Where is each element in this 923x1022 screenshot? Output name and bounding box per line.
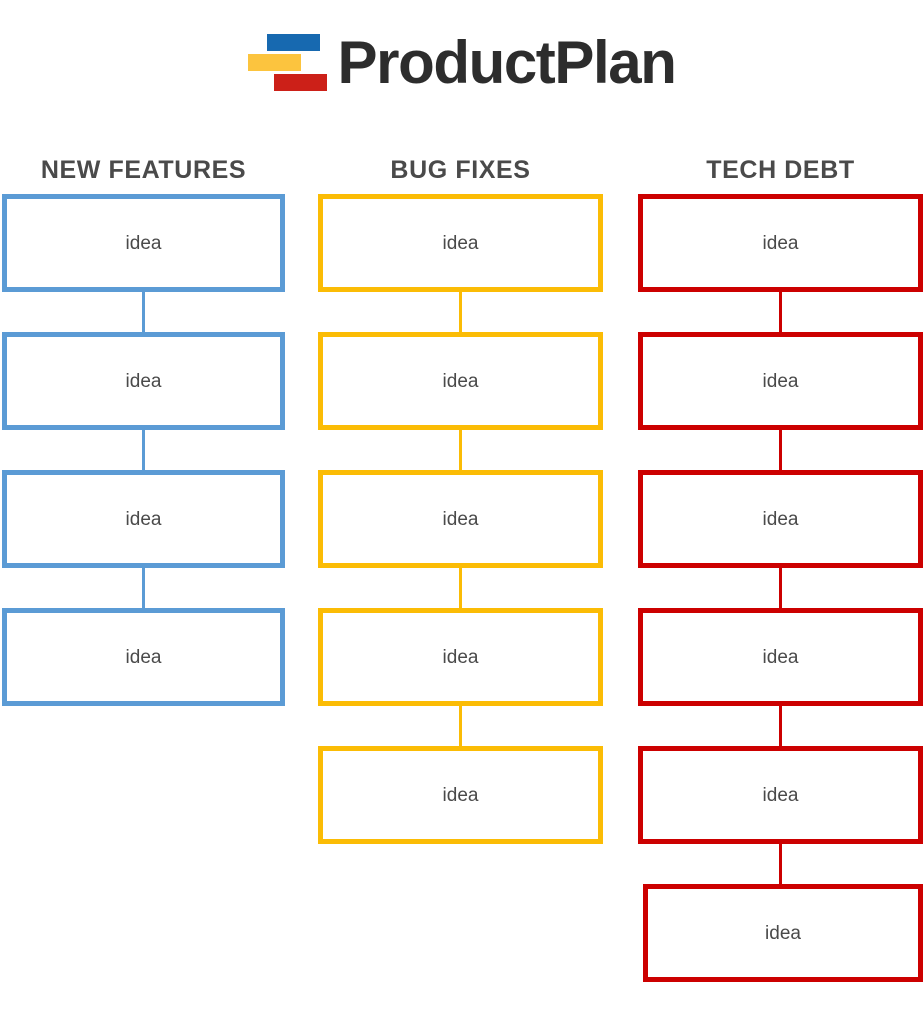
idea-card[interactable]: idea	[638, 608, 923, 706]
idea-card-label: idea	[762, 232, 799, 254]
card-connector	[779, 844, 782, 884]
card-connector	[779, 292, 782, 332]
logo-area: ProductPlan	[0, 0, 923, 120]
column-header-bug-fixes: BUG FIXES	[390, 156, 531, 184]
card-connector	[779, 568, 782, 608]
idea-card[interactable]: idea	[643, 884, 923, 982]
idea-card-label: idea	[125, 370, 162, 392]
logo-yellow-bar-icon	[247, 54, 301, 71]
idea-card-label: idea	[442, 370, 479, 392]
idea-card[interactable]: idea	[2, 194, 285, 292]
productplan-logo: ProductPlan	[247, 29, 677, 96]
column-new-features: NEW FEATURES idea idea idea idea	[0, 120, 318, 706]
card-stack-new-features: idea idea idea idea	[2, 194, 285, 706]
idea-card-label: idea	[442, 646, 479, 668]
card-connector	[779, 706, 782, 746]
card-connector	[779, 430, 782, 470]
column-tech-debt: TECH DEBT idea idea idea idea idea idea	[638, 120, 923, 982]
idea-card[interactable]: idea	[318, 332, 603, 430]
idea-card[interactable]: idea	[318, 470, 603, 568]
idea-card[interactable]: idea	[318, 608, 603, 706]
productplan-logo-mark	[247, 30, 327, 96]
idea-card-label: idea	[442, 784, 479, 806]
idea-card-label: idea	[762, 784, 799, 806]
idea-card-label: idea	[765, 922, 801, 944]
card-connector	[142, 292, 145, 332]
card-connector	[459, 292, 462, 332]
card-connector	[142, 568, 145, 608]
idea-card[interactable]: idea	[318, 194, 603, 292]
logo-wordmark: ProductPlan	[337, 29, 677, 96]
idea-card-label: idea	[762, 508, 799, 530]
card-stack-bug-fixes: idea idea idea idea idea	[318, 194, 603, 844]
column-header-tech-debt: TECH DEBT	[706, 156, 855, 184]
idea-card-label: idea	[762, 370, 799, 392]
idea-card-label: idea	[125, 508, 162, 530]
idea-card-label: idea	[442, 508, 479, 530]
idea-card-label: idea	[762, 646, 799, 668]
idea-card-label: idea	[125, 646, 162, 668]
card-connector	[459, 568, 462, 608]
idea-card[interactable]: idea	[2, 608, 285, 706]
idea-card[interactable]: idea	[638, 746, 923, 844]
column-header-new-features: NEW FEATURES	[40, 156, 247, 184]
card-connector	[459, 430, 462, 470]
logo-red-bar-icon	[273, 74, 327, 91]
card-connector	[142, 430, 145, 470]
idea-card[interactable]: idea	[638, 470, 923, 568]
idea-card[interactable]: idea	[2, 332, 285, 430]
idea-card-label: idea	[442, 232, 479, 254]
column-bug-fixes: BUG FIXES idea idea idea idea idea	[318, 120, 638, 844]
idea-card[interactable]: idea	[318, 746, 603, 844]
idea-card[interactable]: idea	[638, 194, 923, 292]
logo-blue-bar-icon	[266, 34, 320, 51]
card-stack-tech-debt: idea idea idea idea idea idea	[638, 194, 923, 982]
idea-board: NEW FEATURES idea idea idea idea BUG FIXES ide…	[0, 120, 923, 1022]
idea-card-label: idea	[125, 232, 162, 254]
card-connector	[459, 706, 462, 746]
idea-card[interactable]: idea	[2, 470, 285, 568]
idea-card[interactable]: idea	[638, 332, 923, 430]
